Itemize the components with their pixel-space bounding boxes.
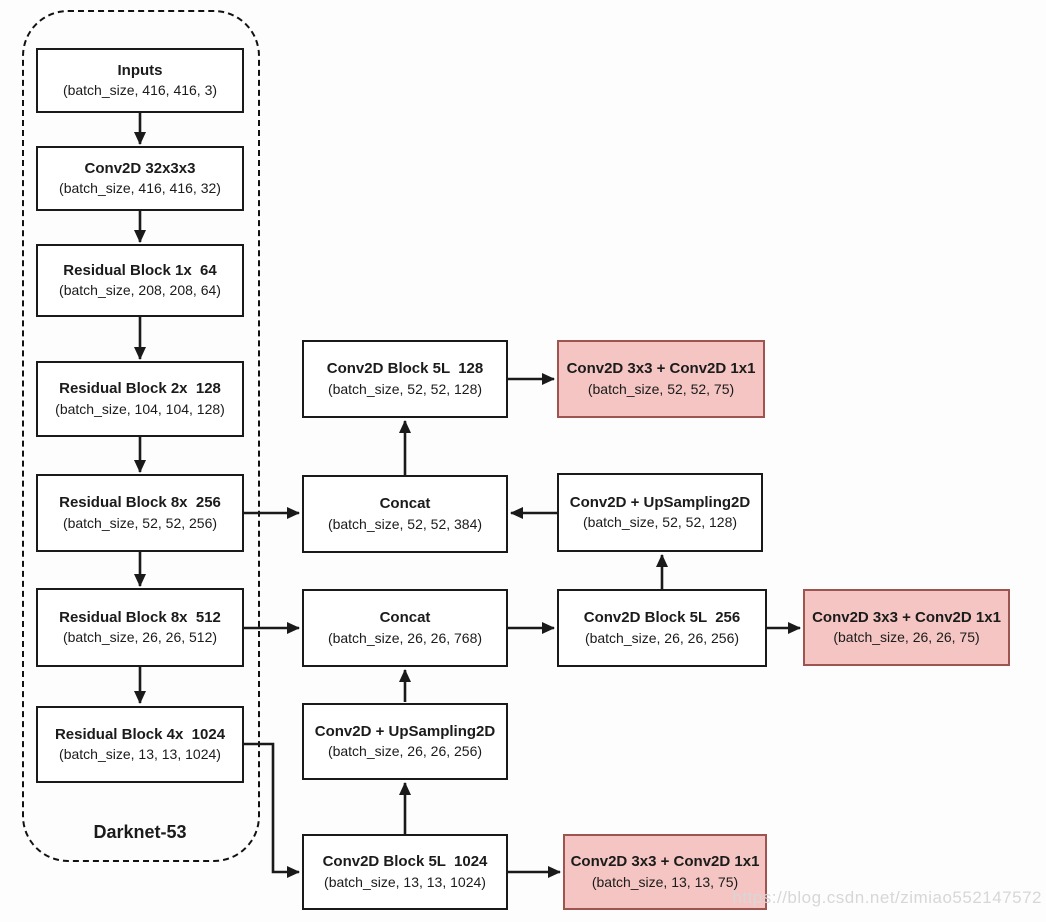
node-title: Conv2D 3x3 + Conv2D 1x1 — [566, 360, 756, 378]
node-residual-block-4x-1024: Residual Block 4x 1024 (batch_size, 13, … — [36, 706, 244, 783]
darknet53-group-outline — [22, 10, 260, 862]
node-conv2d-block-5l-256: Conv2D Block 5L 256 (batch_size, 26, 26,… — [557, 589, 767, 667]
node-title: Conv2D Block 5L 256 — [583, 609, 741, 627]
node-shape: (batch_size, 26, 26, 75) — [833, 629, 980, 646]
node-shape: (batch_size, 13, 13, 75) — [591, 873, 739, 890]
node-title: Conv2D 3x3 + Conv2D 1x1 — [570, 853, 760, 871]
node-inputs: Inputs (batch_size, 416, 416, 3) — [36, 48, 244, 113]
node-concat-26: Concat (batch_size, 26, 26, 768) — [302, 589, 508, 667]
node-shape: (batch_size, 52, 52, 128) — [582, 514, 738, 531]
node-conv2d-upsampling2d-26: Conv2D + UpSampling2D (batch_size, 26, 2… — [302, 703, 508, 780]
node-title: Concat — [379, 609, 431, 627]
node-shape: (batch_size, 104, 104, 128) — [55, 400, 225, 417]
node-detect-head-26: Conv2D 3x3 + Conv2D 1x1 (batch_size, 26,… — [803, 589, 1010, 666]
node-conv2d-upsampling2d-52: Conv2D + UpSampling2D (batch_size, 52, 5… — [557, 473, 763, 552]
node-shape: (batch_size, 208, 208, 64) — [59, 282, 221, 299]
node-title: Concat — [379, 495, 431, 513]
node-shape: (batch_size, 26, 26, 512) — [62, 629, 218, 646]
node-shape: (batch_size, 52, 52, 75) — [587, 380, 735, 397]
node-title: Residual Block 8x 256 — [59, 494, 221, 512]
node-title: Conv2D Block 5L 1024 — [322, 853, 488, 871]
node-shape: (batch_size, 26, 26, 256) — [327, 743, 483, 760]
node-title: Residual Block 2x 128 — [59, 380, 221, 398]
node-conv2d-block-5l-128: Conv2D Block 5L 128 (batch_size, 52, 52,… — [302, 340, 508, 418]
node-residual-block-2x-128: Residual Block 2x 128 (batch_size, 104, … — [36, 361, 244, 437]
node-detect-head-13: Conv2D 3x3 + Conv2D 1x1 (batch_size, 13,… — [563, 834, 767, 910]
node-title: Conv2D 32x3x3 — [84, 159, 196, 177]
darknet53-label: Darknet-53 — [93, 822, 187, 842]
node-shape: (batch_size, 52, 52, 384) — [327, 515, 483, 532]
watermark-url: https://blog.csdn.net/zimiao552147572 — [732, 888, 1042, 907]
node-shape: (batch_size, 26, 26, 256) — [584, 629, 740, 646]
node-title: Conv2D 3x3 + Conv2D 1x1 — [812, 608, 1001, 626]
node-title: Residual Block 4x 1024 — [54, 725, 226, 743]
node-shape: (batch_size, 52, 52, 256) — [62, 514, 218, 531]
node-title: Conv2D + UpSampling2D — [569, 493, 751, 511]
node-title: Residual Block 1x 64 — [63, 261, 217, 279]
node-concat-52: Concat (batch_size, 52, 52, 384) — [302, 475, 508, 553]
node-shape: (batch_size, 26, 26, 768) — [327, 629, 483, 646]
node-shape: (batch_size, 416, 416, 3) — [62, 82, 218, 99]
node-detect-head-52: Conv2D 3x3 + Conv2D 1x1 (batch_size, 52,… — [557, 340, 765, 418]
node-shape: (batch_size, 13, 13, 1024) — [59, 746, 221, 763]
node-conv2d-block-5l-1024: Conv2D Block 5L 1024 (batch_size, 13, 13… — [302, 834, 508, 910]
node-residual-block-8x-512: Residual Block 8x 512 (batch_size, 26, 2… — [36, 588, 244, 667]
node-shape: (batch_size, 416, 416, 32) — [59, 180, 221, 197]
node-residual-block-8x-256: Residual Block 8x 256 (batch_size, 52, 5… — [36, 474, 244, 552]
node-title: Inputs — [117, 61, 163, 79]
node-title: Residual Block 8x 512 — [59, 608, 221, 626]
node-conv2d-32x3x3: Conv2D 32x3x3 (batch_size, 416, 416, 32) — [36, 146, 244, 211]
node-shape: (batch_size, 13, 13, 1024) — [324, 873, 486, 890]
node-title: Conv2D Block 5L 128 — [326, 360, 484, 378]
node-residual-block-1x-64: Residual Block 1x 64 (batch_size, 208, 2… — [36, 244, 244, 317]
node-title: Conv2D + UpSampling2D — [314, 722, 496, 740]
node-shape: (batch_size, 52, 52, 128) — [327, 380, 483, 397]
